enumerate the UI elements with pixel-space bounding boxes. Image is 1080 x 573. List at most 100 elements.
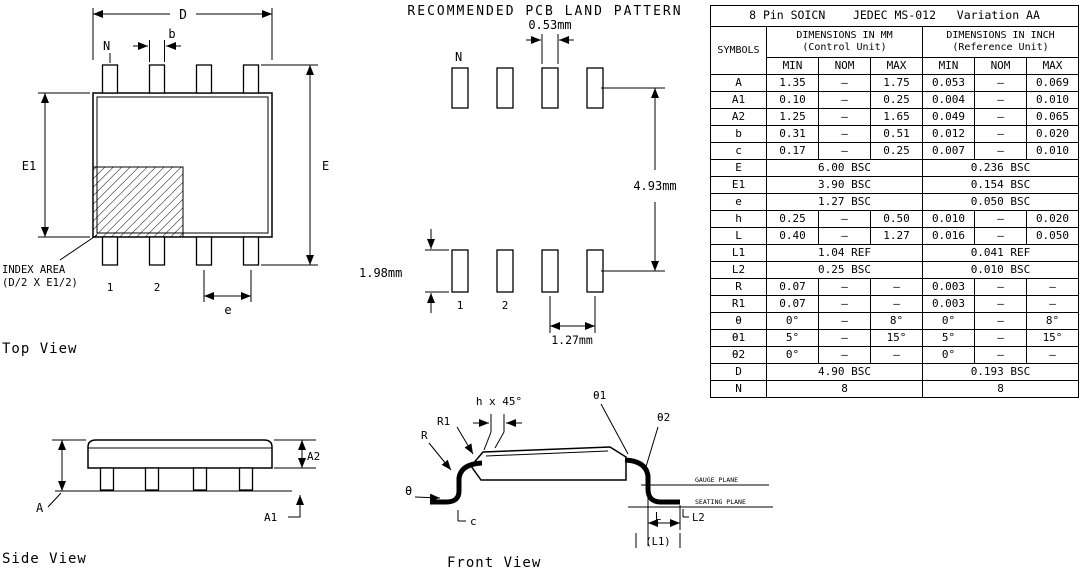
- inch-cell: —: [974, 125, 1027, 143]
- side-view-caption: Side View: [2, 551, 87, 567]
- mm-cell: —: [818, 91, 871, 109]
- dim-L-label: L: [655, 511, 661, 523]
- inch-header: DIMENSIONS IN INCH (Reference Unit): [922, 26, 1079, 58]
- dim-e: e: [203, 270, 252, 317]
- front-view-drawing: GAUGE PLANE SEATING PLANE h x 45° R1 R θ: [405, 390, 773, 571]
- dim-E-label: E: [322, 159, 329, 173]
- inch-cell: —: [974, 227, 1027, 245]
- dim-pad-length: 1.98mm: [359, 229, 449, 313]
- inch-cell: 0°: [922, 346, 975, 364]
- symbol-cell: E: [710, 159, 767, 177]
- inch-cell: —: [974, 295, 1027, 313]
- dim-h: h x 45°: [473, 395, 522, 451]
- symbol-cell: b: [710, 125, 767, 143]
- mm-cell: 5°: [766, 329, 819, 347]
- dim-A1-label: A1: [264, 511, 277, 524]
- dim-R1-label: R1: [437, 415, 450, 428]
- front-view-caption: Front View: [447, 555, 541, 571]
- dim-h-label: h x 45°: [476, 395, 522, 408]
- inch-cell: 0.069: [1026, 74, 1079, 92]
- inch-cell: 0°: [922, 312, 975, 330]
- pad1-label: 1: [457, 299, 464, 312]
- mm-cell: —: [818, 125, 871, 143]
- inch-span-cell: 0.010 BSC: [922, 261, 1079, 279]
- mm-cell: 0.25: [766, 210, 819, 228]
- table-title: 8 Pin SOICN JEDEC MS-012 Variation AA: [710, 5, 1079, 27]
- left-lead: [430, 460, 483, 505]
- inch-cell: 0.020: [1026, 125, 1079, 143]
- inch-cell: —: [1026, 278, 1079, 296]
- row-span-label: 4.93mm: [633, 179, 676, 193]
- dim-theta2: θ2: [644, 411, 670, 471]
- index-area-label-1: INDEX AREA: [2, 264, 66, 276]
- index-area-hatch: [92, 166, 184, 238]
- dim-theta1-label: θ1: [593, 390, 606, 402]
- inch-cell: —: [1026, 295, 1079, 313]
- inch-header-line2: (Reference Unit): [952, 42, 1049, 53]
- mm-max-header: MAX: [870, 57, 923, 75]
- symbol-cell: θ1: [710, 329, 767, 347]
- symbol-cell: D: [710, 363, 767, 381]
- dim-row-span: 4.93mm: [601, 87, 677, 272]
- dim-theta: θ: [405, 484, 441, 502]
- pitch-label: 1.27mm: [551, 333, 593, 345]
- mm-cell: 0.31: [766, 125, 819, 143]
- dim-A: A: [36, 439, 86, 515]
- dim-D: D: [92, 8, 273, 60]
- inch-cell: 0.003: [922, 295, 975, 313]
- table-group-header-row: SYMBOLS DIMENSIONS IN MM (Control Unit) …: [710, 26, 1079, 75]
- table-minmax-header-row: MIN NOM MAX MIN NOM MAX: [711, 57, 1079, 75]
- mm-cell: —: [818, 346, 871, 364]
- pad-numbers: 1 2: [457, 299, 509, 312]
- inch-cell: —: [974, 346, 1027, 364]
- dim-D-label: D: [179, 8, 187, 23]
- mm-cell: —: [818, 142, 871, 160]
- mm-cell: 8°: [870, 312, 923, 330]
- symbol-cell: A: [710, 74, 767, 92]
- mm-span-cell: 4.90 BSC: [766, 363, 923, 381]
- side-view-drawing: A A2 A1 Side View: [2, 439, 320, 567]
- mm-cell: —: [818, 278, 871, 296]
- dimensions-table-wrap: 8 Pin SOICN JEDEC MS-012 Variation AA SY…: [710, 5, 1079, 398]
- mm-cell: 0.10: [766, 91, 819, 109]
- inch-cell: 0.016: [922, 227, 975, 245]
- dim-theta1: θ1: [593, 390, 629, 455]
- symbol-cell: e: [710, 193, 767, 211]
- pad-width-label: 0.53mm: [528, 18, 571, 32]
- dim-e-label: e: [224, 303, 231, 317]
- inch-cell: —: [974, 210, 1027, 228]
- inch-cell: 5°: [922, 329, 975, 347]
- dim-theta2-label: θ2: [657, 411, 670, 424]
- mm-cell: 0.17: [766, 142, 819, 160]
- dim-c: c: [457, 510, 477, 528]
- mm-min-header: MIN: [766, 57, 819, 75]
- mm-cell: 1.27: [870, 227, 923, 245]
- inch-cell: —: [974, 74, 1027, 92]
- symbol-cell: E1: [710, 176, 767, 194]
- table-title-row: 8 Pin SOICN JEDEC MS-012 Variation AA: [710, 5, 1079, 27]
- land-pattern-drawing: RECOMMENDED PCB LAND PATTERN 0.53mm N: [359, 4, 681, 345]
- inch-cell: 8°: [1026, 312, 1079, 330]
- seating-plane: SEATING PLANE: [628, 498, 773, 508]
- package-body-front: [470, 446, 627, 481]
- inch-span-cell: 8: [922, 380, 1079, 398]
- mm-cell: —: [818, 227, 871, 245]
- mm-cell: 1.65: [870, 108, 923, 126]
- mm-cell: —: [870, 346, 923, 364]
- seating-plane-label: SEATING PLANE: [695, 498, 746, 506]
- inch-cell: 0.004: [922, 91, 975, 109]
- inch-cell: 0.010: [1026, 91, 1079, 109]
- inch-max-header: MAX: [1026, 57, 1079, 75]
- dim-c-label: c: [470, 515, 477, 528]
- mm-cell: 0°: [766, 346, 819, 364]
- inch-span-cell: 0.154 BSC: [922, 176, 1079, 194]
- inch-cell: 0.049: [922, 108, 975, 126]
